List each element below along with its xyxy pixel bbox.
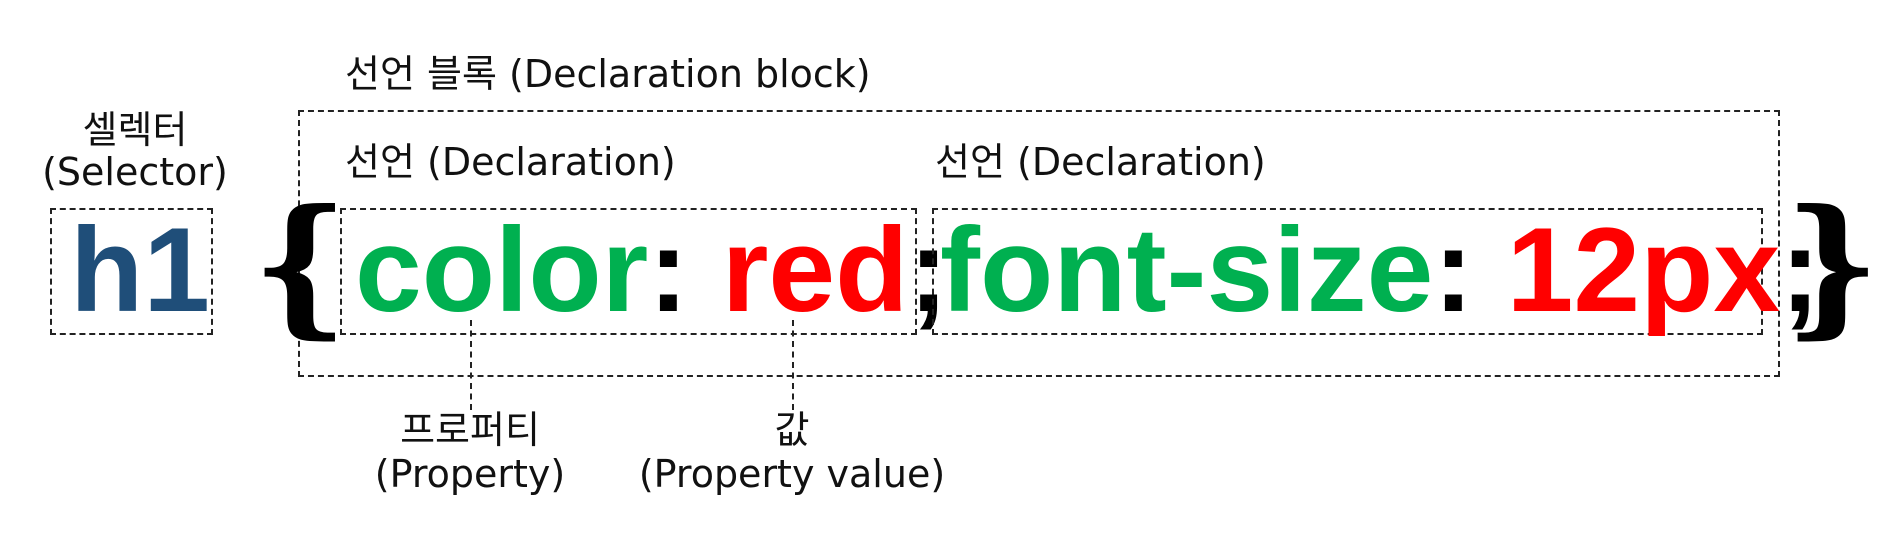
declaration-1-value: red [721, 203, 909, 337]
declaration-2-label: 선언 (Declaration) [935, 140, 1266, 184]
declaration-1-label: 선언 (Declaration) [345, 140, 676, 184]
declaration-1-property: color [355, 203, 649, 337]
declaration-1-code: color: red; [355, 205, 948, 335]
declaration-1-colon: : [648, 203, 689, 337]
property-leader-line [470, 320, 472, 410]
declaration-2-property: font-size [940, 203, 1434, 337]
value-annotation-en: (Property value) [638, 452, 946, 496]
selector-label-ko: 셀렉터 [82, 108, 188, 152]
close-brace: } [1784, 177, 1881, 353]
selector-box [50, 208, 213, 335]
open-brace: { [252, 177, 349, 353]
declaration-1-semicolon: ; [908, 203, 949, 337]
declaration-2-semicolon: ; [1780, 203, 1821, 337]
declaration-2-value: 12px [1506, 203, 1781, 337]
value-leader-line [792, 320, 794, 410]
declaration-2-box [932, 208, 1763, 335]
property-annotation-ko: 프로퍼티 [400, 408, 540, 452]
declaration-block-label: 선언 블록 (Declaration block) [345, 52, 871, 96]
declaration-block-box [298, 110, 1780, 377]
declaration-1-box [340, 208, 917, 335]
property-annotation-en: (Property) [374, 452, 566, 496]
declaration-2-code: font-size: 12px; [940, 205, 1820, 335]
selector-code: h1 [70, 203, 211, 337]
value-annotation-ko: 값 [774, 408, 810, 452]
selector-label-en: (Selector) [42, 150, 228, 194]
declaration-2-colon: : [1433, 203, 1474, 337]
